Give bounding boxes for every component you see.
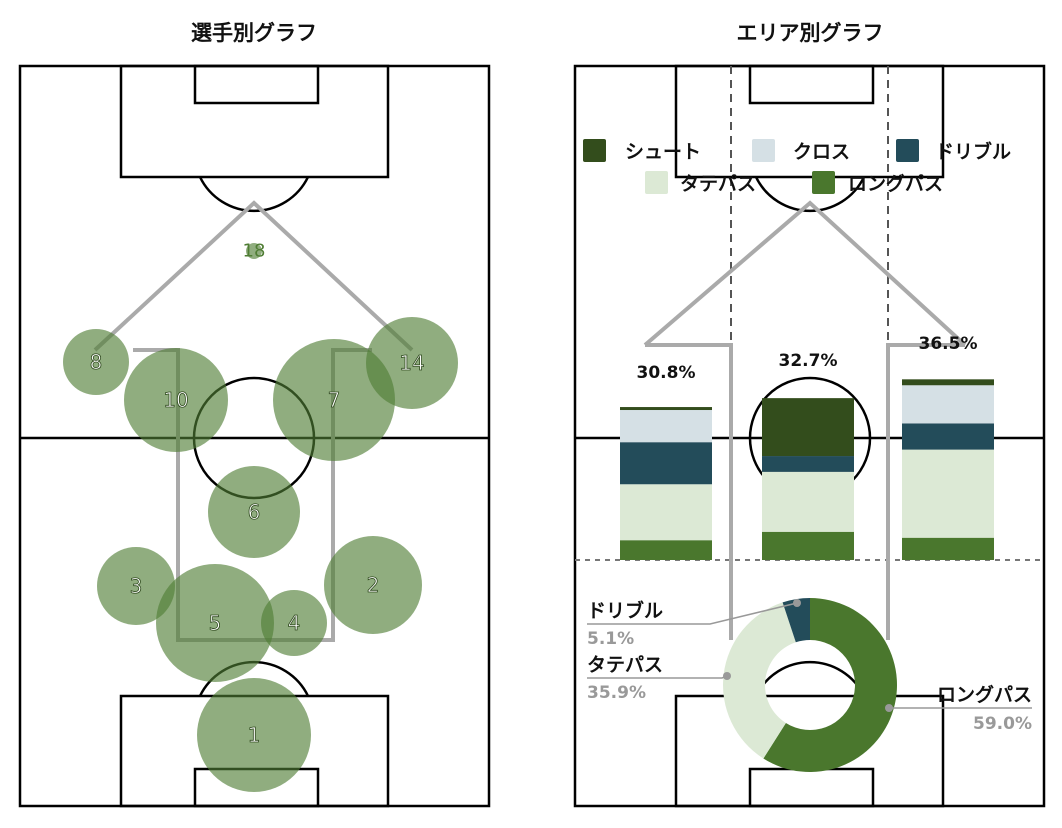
player-bubble xyxy=(156,564,274,682)
player-bubble xyxy=(324,536,422,634)
donut-label: タテパス xyxy=(587,654,663,676)
bar-segment-right xyxy=(902,423,994,450)
player-number: 6 xyxy=(248,500,261,524)
legend-label: クロス xyxy=(793,141,850,163)
legend: シュート クロス ドリブル タテパス ロングパス xyxy=(583,139,1011,195)
player-number: 10 xyxy=(163,388,188,412)
right-title: エリア別グラフ xyxy=(737,21,884,45)
bar-segment-right xyxy=(902,449,994,538)
player-number: 5 xyxy=(209,611,222,635)
donut-label: ドリブル xyxy=(587,599,663,622)
bar-segment-right xyxy=(902,537,994,560)
legend-swatch-dribble xyxy=(896,139,919,162)
legend-swatch-cross xyxy=(752,139,775,162)
bar-segment-left xyxy=(620,540,712,560)
legend-label: ロングパス xyxy=(848,172,943,195)
donut-chart xyxy=(723,598,897,772)
player-bubble xyxy=(246,243,262,259)
player-bubble xyxy=(97,547,175,625)
legend-label: タテパス xyxy=(680,173,756,195)
bar-segment-center xyxy=(762,398,854,457)
player-number: 14 xyxy=(399,351,424,375)
player-number: 7 xyxy=(328,388,341,412)
legend-swatch-tatepass xyxy=(645,171,668,194)
player-bubble xyxy=(63,329,129,395)
donut-slice xyxy=(723,602,796,759)
bar-segment-left xyxy=(620,442,712,485)
donut-pct: 5.1% xyxy=(587,629,634,649)
donut-slice xyxy=(763,598,897,772)
left-title: 選手別グラフ xyxy=(191,21,317,45)
bar-segment-center xyxy=(762,531,854,560)
bar-total-label: 36.5% xyxy=(919,334,978,354)
donut-slice xyxy=(782,598,810,643)
bar-segment-right xyxy=(902,379,994,386)
bar-total-label: 32.7% xyxy=(779,351,838,371)
legend-swatch-longpass xyxy=(812,171,835,194)
bar-total-label: 30.8% xyxy=(637,363,696,383)
player-bubble xyxy=(124,348,228,452)
legend-label: ドリブル xyxy=(935,140,1011,163)
bar-segment-left xyxy=(620,407,712,411)
player-number: 4 xyxy=(288,611,301,635)
bar-segment-left xyxy=(620,484,712,541)
donut-label: ロングパス xyxy=(937,683,1032,706)
bar-segment-center xyxy=(762,456,854,472)
player-number: 3 xyxy=(130,574,143,598)
area-pass-lines xyxy=(643,200,967,640)
bar-segment-left xyxy=(620,410,712,443)
player-bubble xyxy=(208,466,300,558)
donut-pct: 59.0% xyxy=(973,714,1032,734)
player-bubble xyxy=(261,590,327,656)
donut-pct: 35.9% xyxy=(587,683,646,703)
player-bubble xyxy=(273,339,395,461)
player-number: 8 xyxy=(90,350,103,374)
bar-segment-right xyxy=(902,385,994,424)
player-bubbles: 18 8 14 10 7 6 3 5 4 2 1 xyxy=(63,241,458,792)
stacked-bars: 30.8% 32.7% 36.5% xyxy=(620,334,994,560)
player-number: 18 xyxy=(243,241,266,262)
player-bubble xyxy=(197,678,311,792)
bar-segment-center xyxy=(762,471,854,532)
legend-swatch-shoot xyxy=(583,139,606,162)
player-number: 2 xyxy=(367,573,380,597)
player-number: 1 xyxy=(248,723,261,747)
donut-labels: ドリブル 5.1% タテパス 35.9% ロングパス 59.0% xyxy=(587,599,1032,734)
legend-label: シュート xyxy=(625,141,701,163)
